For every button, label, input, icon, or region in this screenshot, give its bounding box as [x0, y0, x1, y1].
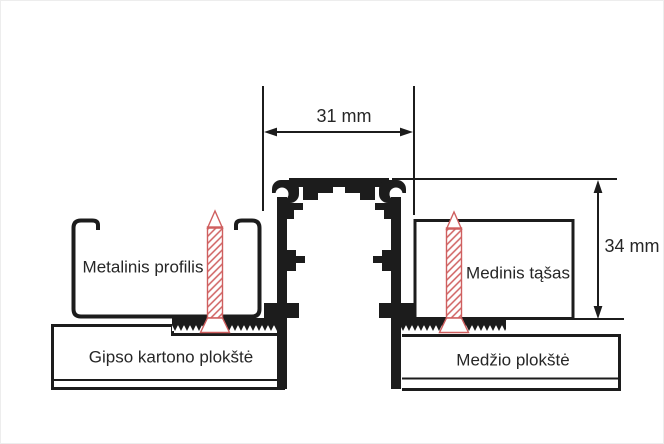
track-top-plate: [289, 178, 389, 187]
arrow-right-icon: [400, 127, 413, 137]
metal-profile-label: Metalinis profilis: [82, 257, 204, 277]
track-left-wall: [277, 197, 287, 389]
wooden-batten-label: Medinis tąšas: [466, 263, 570, 283]
track-inner-foot-left: [287, 303, 299, 318]
track-right-hook-opening: [401, 193, 412, 204]
width-dimension-label: 31 mm: [316, 106, 372, 126]
track-upper-step-right: [345, 187, 375, 200]
left-screw-tip: [206, 209, 224, 229]
gypsum-board-shape: [51, 324, 285, 390]
right-screw: [438, 210, 470, 334]
track-inner-tab-mid-left: [287, 250, 305, 271]
left-screw: [199, 209, 231, 334]
width-dimension: [262, 86, 415, 215]
track-right-wall: [391, 197, 401, 389]
arrow-down-icon: [593, 306, 603, 319]
track-inner-tab-upper-right: [375, 203, 391, 219]
gypsum-board-outline: [51, 324, 285, 390]
left-screw-shaft: [206, 226, 224, 319]
c-channel-outline: [71, 218, 262, 319]
wood-board-outline: [402, 334, 621, 391]
track-inner-foot-right: [379, 303, 391, 318]
left-screw-head: [199, 317, 231, 334]
track-inner-tab-upper-left: [287, 203, 303, 219]
track-inner-tab-mid-right: [373, 250, 391, 271]
arrow-left-icon: [264, 127, 277, 137]
gypsum-board-label: Gipso kartono plokštė: [88, 347, 254, 367]
track-left-hook-opening: [266, 193, 277, 204]
track-outer-foot-left: [264, 303, 277, 318]
metal-c-profile-shape: [71, 218, 262, 319]
wood-board-label: Medžio plokštė: [456, 350, 570, 370]
track-outer-foot-right: [401, 303, 415, 318]
wood-board-shape: [402, 334, 621, 391]
arrow-up-icon: [593, 180, 603, 193]
right-screw-shaft: [445, 227, 463, 319]
right-screw-head: [438, 317, 470, 334]
track-upper-step-left: [303, 187, 333, 200]
height-dimension: [392, 178, 624, 320]
height-dimension-label: 34 mm: [604, 236, 660, 256]
